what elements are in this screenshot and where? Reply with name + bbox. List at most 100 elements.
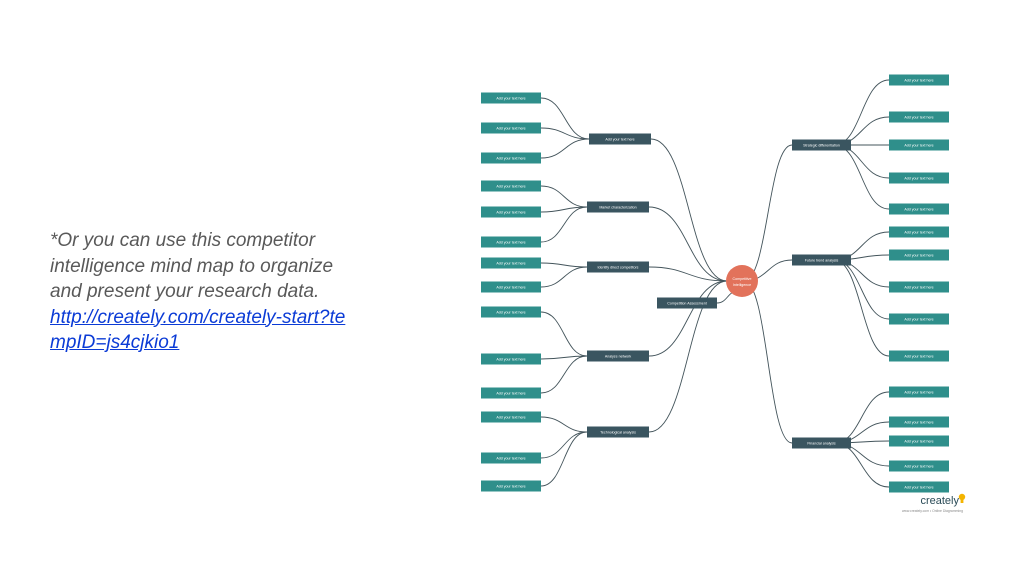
leaf-node-label: Add your text here [904,230,933,234]
leaf-node[interactable]: Add your text here [889,203,949,215]
leaf-node-box [481,236,541,248]
leaf-node[interactable]: Add your text here [889,226,949,238]
leaf-node-label: Add your text here [904,78,933,82]
leaf-node[interactable]: Add your text here [889,416,949,428]
branch-node-box [587,426,649,438]
branch-node-label: Market characterization [599,205,636,209]
leaf-node[interactable]: Add your text here [889,249,949,261]
leaf-node-label: Add your text here [496,357,525,361]
leaf-node-box [481,92,541,104]
slide-note: *Or you can use this competitor intellig… [50,228,360,356]
right-branch-connector [743,280,793,444]
branch-node[interactable]: Strategic differentiation [792,139,851,151]
leaf-node[interactable]: Add your text here [481,452,541,464]
leaf-node[interactable]: Add your text here [481,236,541,248]
branch-node-box [587,201,649,213]
leaf-node-box [481,452,541,464]
branch-node[interactable]: Future trend analysis [792,254,851,266]
leaf-node[interactable]: Add your text here [481,480,541,492]
leaf-node[interactable]: Add your text here [889,172,949,184]
leaf-connector [833,391,890,444]
leaf-node-label: Add your text here [904,439,933,443]
leaf-node[interactable]: Add your text here [481,411,541,423]
left-branch-connector [648,266,728,282]
leaf-node[interactable]: Add your text here [889,386,949,398]
leaf-node-box [889,74,949,86]
branch-node-box [589,133,651,145]
leaf-node-label: Add your text here [904,464,933,468]
leaf-node[interactable]: Add your text here [889,481,949,493]
leaf-node-label: Add your text here [496,310,525,314]
leaf-node[interactable]: Add your text here [481,180,541,192]
leaf-node[interactable]: Add your text here [481,281,541,293]
leaf-node[interactable]: Add your text here [889,111,949,123]
leaf-connector [540,138,590,159]
leaf-node-box [481,122,541,134]
leaf-node-label: Add your text here [904,176,933,180]
leaf-connector [540,431,588,459]
left-branch-connector [648,280,728,433]
branch-node-label: Identify direct competitors [598,265,639,269]
leaf-node[interactable]: Add your text here [889,435,949,447]
leaf-node[interactable]: Add your text here [481,206,541,218]
branch-node-box [587,261,649,273]
leaf-node-label: Add your text here [496,456,525,460]
leaf-node-box [889,226,949,238]
branch-node-box [792,139,851,151]
leaf-node[interactable]: Add your text here [889,313,949,325]
leaf-node-label: Add your text here [496,285,525,289]
leaf-connector [540,266,588,288]
leaf-node[interactable]: Add your text here [889,281,949,293]
note-line-3: and present your research data. [50,281,320,302]
leaf-connector [540,127,590,140]
leaf-node[interactable]: Add your text here [481,152,541,164]
branch-node[interactable]: Technological analysis [587,426,649,438]
leaf-node-box [889,416,949,428]
branch-node[interactable]: Analyze network [587,350,649,362]
leaf-node[interactable]: Add your text here [481,306,541,318]
leaf-node[interactable]: Add your text here [481,257,541,269]
leaf-node-box [889,481,949,493]
center-node-label: Competitive [733,277,752,281]
leaf-node-label: Add your text here [496,126,525,130]
leaf-node-label: Add your text here [496,240,525,244]
branch-node[interactable]: Add your text here [589,133,651,145]
branch-node-box [587,350,649,362]
leaf-connector [540,355,588,394]
branch-node[interactable]: Market characterization [587,201,649,213]
leaf-node[interactable]: Add your text here [889,74,949,86]
leaf-node-box [481,480,541,492]
branch-node-label: Financial analysis [807,441,836,445]
branch-node-label: Technological analysis [600,430,636,434]
leaf-node[interactable]: Add your text here [481,122,541,134]
leaf-node[interactable]: Add your text here [481,353,541,365]
leaf-node[interactable]: Add your text here [889,350,949,362]
branch-node-label: Add your text here [605,137,634,141]
branch-node-label: Future trend analysis [805,258,839,262]
leaf-node-label: Add your text here [904,207,933,211]
leaf-node-label: Add your text here [904,420,933,424]
leaf-node[interactable]: Add your text here [481,92,541,104]
leaf-connector [540,206,588,213]
leaf-node-box [481,306,541,318]
leaf-node[interactable]: Add your text here [889,460,949,472]
leaf-node-box [481,281,541,293]
leaf-node[interactable]: Add your text here [481,387,541,399]
leaf-node[interactable]: Add your text here [889,139,949,151]
branch-node[interactable]: Competition Assessment [657,297,717,309]
leaf-node-box [889,139,949,151]
branch-node[interactable]: Financial analysis [792,437,851,449]
creately-logo: creately www.creately.com • Online Diagr… [893,493,973,515]
branch-node[interactable]: Identify direct competitors [587,261,649,273]
leaf-node-label: Add your text here [904,115,933,119]
template-link[interactable]: http://creately.com/creately-start?tempI… [50,306,346,354]
leaf-connector [540,262,588,268]
note-line-2: intelligence mind map to organize [50,255,334,277]
leaf-node-box [481,411,541,423]
branch-node-box [792,254,851,266]
leaf-connector [540,97,590,140]
leaf-node-label: Add your text here [496,484,525,488]
leaf-node-label: Add your text here [904,285,933,289]
bulb-icon [958,493,966,503]
